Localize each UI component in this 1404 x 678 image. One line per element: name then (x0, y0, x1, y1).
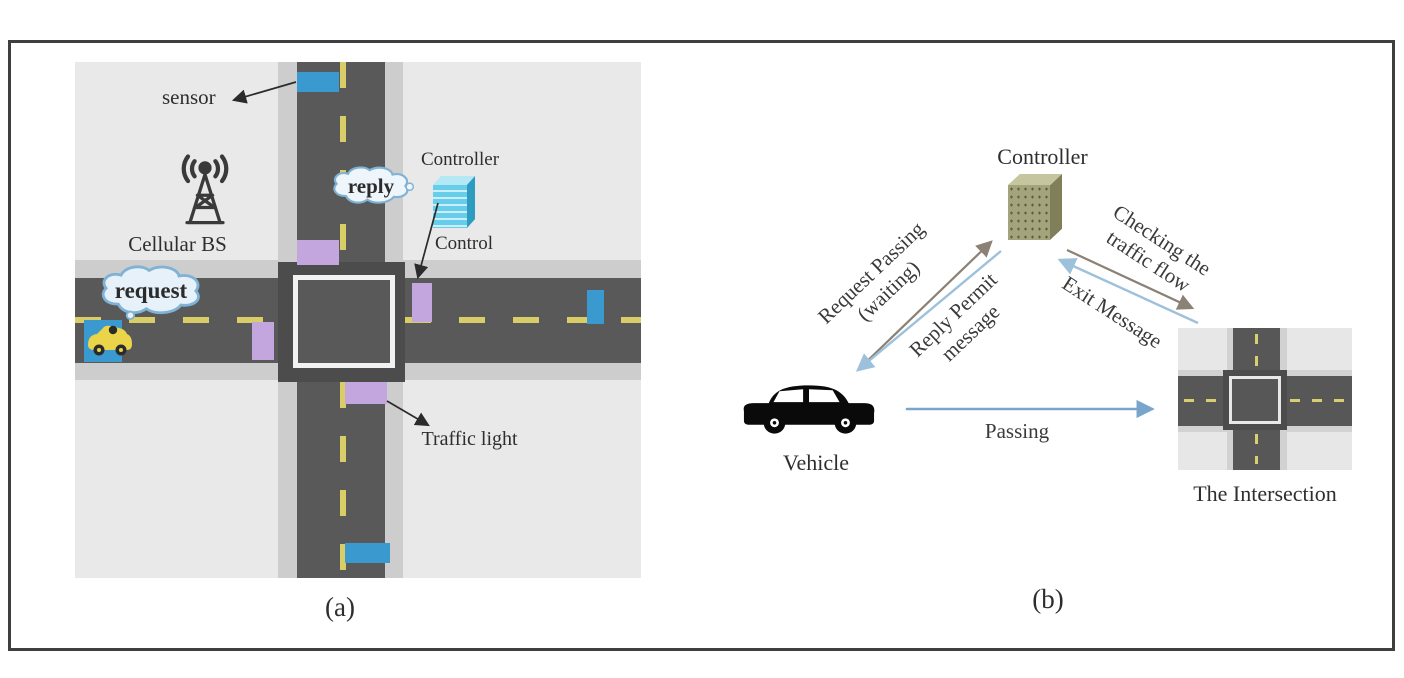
sensor-rect (345, 543, 390, 563)
controller-icon (467, 176, 475, 228)
caption-a: (a) (325, 592, 355, 622)
cellular-bs-label: Cellular BS (128, 232, 227, 256)
message-passing: Passing (947, 419, 1087, 444)
caption-b: (b) (1032, 584, 1064, 614)
message-line: Passing (984, 419, 1050, 443)
controller-b-icon (1050, 174, 1062, 240)
vehicle-icon (743, 385, 875, 434)
controller-icon (433, 185, 467, 228)
lane-marking (75, 317, 297, 323)
intersection-icon (1178, 328, 1352, 470)
controller-b-label: Controller (997, 144, 1088, 169)
mini-box (1229, 376, 1281, 424)
intersection-label: The Intersection (1193, 481, 1337, 506)
sensor-rect (587, 290, 604, 324)
mini-lane-marking (1184, 399, 1220, 402)
cellular-bs-icon (181, 154, 229, 225)
controller-b-icon (1008, 174, 1062, 185)
mini-lane-marking (1290, 399, 1346, 402)
panel-a: Cellular BS sensor reply request Control… (75, 62, 641, 578)
reply-cloud: reply (328, 163, 414, 209)
intersection-box (293, 275, 395, 368)
traffic-light-rect (297, 240, 339, 265)
sensor-rect (297, 72, 339, 92)
reply-cloud-label: reply (347, 173, 395, 198)
traffic-light-rect (252, 322, 274, 360)
controller-label: Controller (420, 149, 500, 170)
control-label: Control (434, 233, 494, 254)
mini-lane-marking (1255, 334, 1258, 368)
controller-icon (433, 176, 475, 185)
car-icon (88, 325, 132, 356)
controller-b-icon (1008, 185, 1050, 240)
request-cloud-label: request (114, 278, 188, 303)
traffic-light-label: Traffic light (421, 428, 518, 450)
vehicle-label: Vehicle (783, 450, 849, 475)
lane-marking (340, 382, 346, 578)
mini-lane-marking (1255, 434, 1258, 464)
traffic-light-rect (345, 382, 387, 404)
lane-marking (340, 62, 346, 262)
traffic-light-rect (412, 283, 432, 322)
request-cloud: request (92, 262, 210, 320)
sensor-label: sensor (162, 85, 216, 109)
lane-marking (405, 317, 641, 323)
